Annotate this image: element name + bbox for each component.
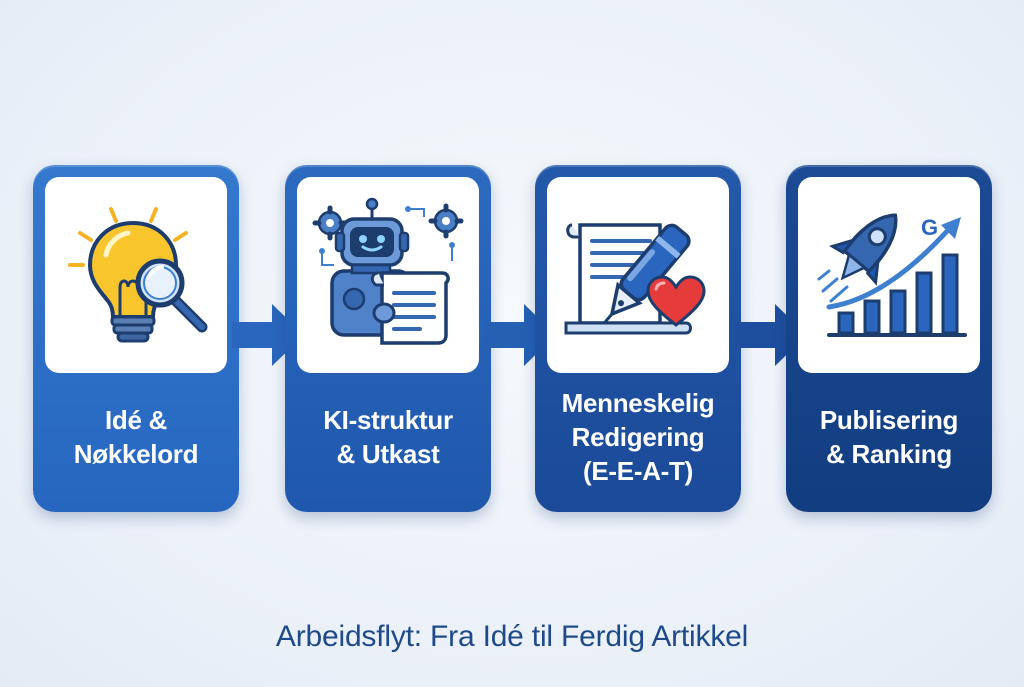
robot-document-icon — [312, 197, 464, 345]
step-card-ai-draft: KI-struktur & Utkast — [285, 165, 491, 512]
lightbulb-magnifier-icon — [68, 207, 208, 343]
step-label-line: & Ranking — [826, 438, 952, 469]
step-label: Publisering & Ranking — [794, 373, 984, 500]
step-label-line: (E-E-A-T) — [583, 455, 693, 486]
rocket-growth-chart-icon: G — [817, 213, 967, 337]
step-label-line: Idé & — [104, 404, 168, 435]
step-card-publishing: G Publisering & Ranking — [786, 165, 992, 512]
step-label-line: & Utkast — [336, 438, 440, 469]
step-label: Menneskelig Redigering (E-E-A-T) — [543, 373, 733, 500]
step-icon-frame: G — [798, 177, 980, 373]
step-icon-frame — [297, 177, 479, 373]
step-card-idea: Idé & Nøkkelord — [33, 165, 239, 512]
step-label-line: Publisering — [819, 404, 959, 435]
diagram-caption: Arbeidsflyt: Fra Idé til Ferdig Artikkel — [275, 620, 749, 653]
step-label: KI-struktur & Utkast — [293, 373, 483, 500]
step-label-line: KI-struktur — [323, 404, 453, 435]
step-card-human-editing: Menneskelig Redigering (E-E-A-T) — [535, 165, 741, 512]
step-label: Idé & Nøkkelord — [41, 373, 231, 500]
step-label-line: Nøkkelord — [73, 438, 199, 469]
step-icon-frame — [547, 177, 729, 373]
step-label-line: Menneskelig — [561, 387, 715, 418]
step-icon-frame — [45, 177, 227, 373]
svg-text:G: G — [921, 215, 938, 240]
pen-heart-document-icon — [564, 223, 706, 335]
step-label-line: Redigering — [571, 421, 705, 452]
